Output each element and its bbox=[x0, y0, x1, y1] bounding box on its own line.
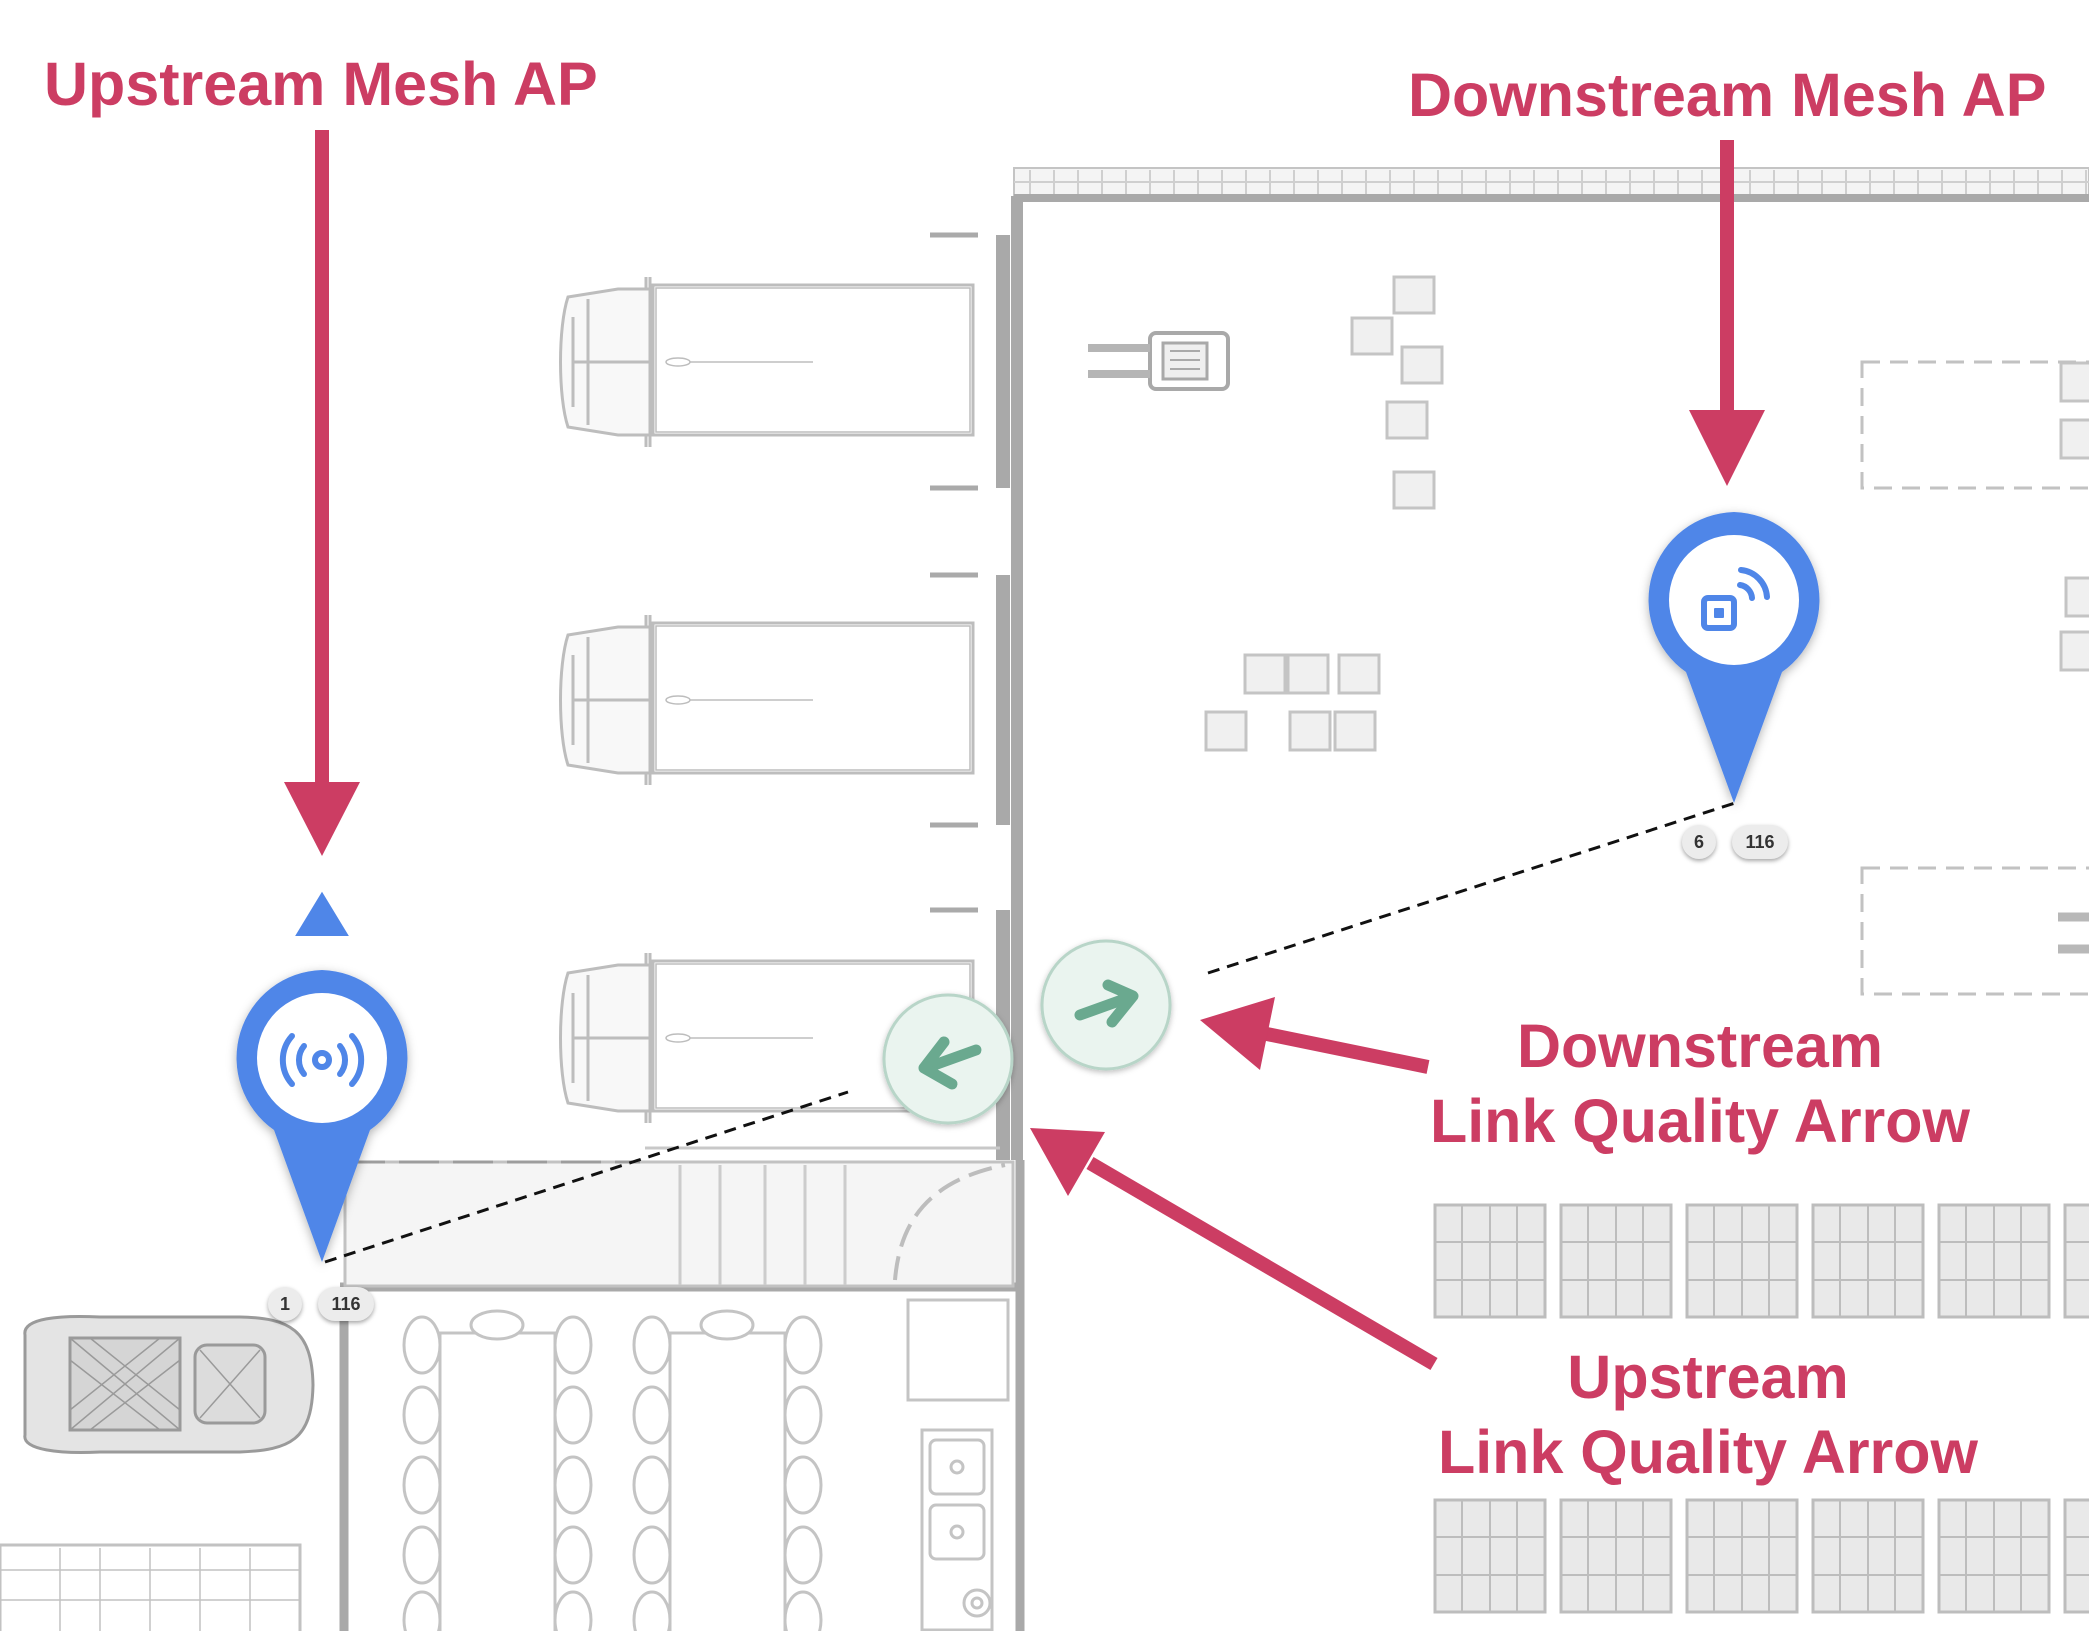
upstream-mesh-ap-label: Upstream Mesh AP bbox=[44, 50, 598, 118]
forklift bbox=[1088, 331, 1230, 391]
chair bbox=[553, 1455, 593, 1515]
upstream-ap-channel-badge: 1 bbox=[268, 1287, 302, 1321]
truck-1 bbox=[559, 277, 975, 447]
storage-rack bbox=[2063, 1498, 2089, 1614]
chair bbox=[783, 1455, 823, 1515]
upstream-link-label-line1: Upstream bbox=[1567, 1343, 1849, 1411]
chair bbox=[402, 1385, 442, 1445]
storage-rack bbox=[1811, 1203, 1925, 1319]
annotation-arrow-downstream-ap bbox=[1689, 140, 1765, 486]
storage-rack bbox=[1433, 1498, 1547, 1614]
annotation-arrow-upstream-link bbox=[1030, 1128, 1438, 1371]
broadcast-icon bbox=[279, 1033, 365, 1087]
chair bbox=[632, 1590, 672, 1636]
storage-rack bbox=[1559, 1203, 1673, 1319]
downstream-ap-channel-badge: 6 bbox=[1682, 825, 1716, 859]
downstream-link-label-line1: Downstream bbox=[1516, 1012, 1884, 1080]
storage-rack bbox=[1559, 1498, 1673, 1614]
chair bbox=[402, 1525, 442, 1585]
dashed-zones bbox=[1860, 360, 2089, 996]
chair bbox=[783, 1385, 823, 1445]
storage-rack bbox=[2063, 1203, 2089, 1319]
annotation-arrow-upstream-ap bbox=[284, 130, 360, 856]
van bbox=[0, 1543, 302, 1636]
pallet-stacks bbox=[1204, 275, 2089, 752]
storage-rack bbox=[1685, 1203, 1799, 1319]
downstream-link-quality-arrow[interactable] bbox=[1040, 939, 1172, 1071]
chair bbox=[783, 1315, 823, 1375]
mesh-ap-icon bbox=[1701, 567, 1770, 631]
downstream-ap-id-badge: 116 bbox=[1732, 825, 1788, 859]
storage-rack bbox=[1811, 1498, 1925, 1614]
chair bbox=[783, 1590, 823, 1636]
storage-rack bbox=[1685, 1498, 1799, 1614]
mesh-link-upstream bbox=[324, 1090, 849, 1264]
dining-tables bbox=[438, 1331, 787, 1635]
arrow-left-icon bbox=[918, 1036, 982, 1090]
downstream-mesh-ap-label: Downstream Mesh AP bbox=[1408, 61, 2047, 129]
upstream-ap-id-badge: 116 bbox=[318, 1287, 374, 1321]
chair bbox=[553, 1315, 593, 1375]
upstream-direction-marker bbox=[284, 880, 360, 944]
storage-rack bbox=[1937, 1498, 2051, 1614]
car bbox=[23, 1314, 315, 1454]
downstream-link-quality-label: Downstream Link Quality Arrow bbox=[1404, 1009, 1996, 1159]
downstream-link-label-line2: Link Quality Arrow bbox=[1429, 1087, 1971, 1155]
upstream-link-label-line2: Link Quality Arrow bbox=[1437, 1418, 1979, 1486]
chair bbox=[553, 1525, 593, 1585]
chair bbox=[783, 1525, 823, 1585]
chair bbox=[553, 1385, 593, 1445]
downstream-mesh-ap-pin[interactable] bbox=[1648, 512, 1820, 803]
chair bbox=[469, 1309, 525, 1341]
chair bbox=[402, 1455, 442, 1515]
arrow-right-icon bbox=[1074, 979, 1139, 1028]
upstream-mesh-ap-pin[interactable] bbox=[236, 970, 408, 1262]
chair bbox=[402, 1590, 442, 1636]
storage-rack bbox=[1433, 1203, 1547, 1319]
kitchen bbox=[906, 1298, 1010, 1632]
upstream-link-quality-label: Upstream Link Quality Arrow bbox=[1412, 1340, 2004, 1490]
chair bbox=[632, 1315, 672, 1375]
upstream-link-quality-arrow[interactable] bbox=[882, 993, 1014, 1125]
chair bbox=[402, 1315, 442, 1375]
chair bbox=[632, 1525, 672, 1585]
truck-2 bbox=[559, 615, 975, 785]
annotation-arrow-downstream-link bbox=[1200, 997, 1430, 1074]
chair bbox=[699, 1309, 755, 1341]
chair bbox=[553, 1590, 593, 1636]
chairs bbox=[402, 1309, 823, 1636]
storage-racks bbox=[1433, 1203, 2089, 1614]
mesh-link-downstream bbox=[1207, 801, 1736, 975]
chair bbox=[632, 1385, 672, 1445]
storage-rack bbox=[1937, 1203, 2051, 1319]
small-forklift-right bbox=[2058, 912, 2089, 954]
chair bbox=[632, 1455, 672, 1515]
